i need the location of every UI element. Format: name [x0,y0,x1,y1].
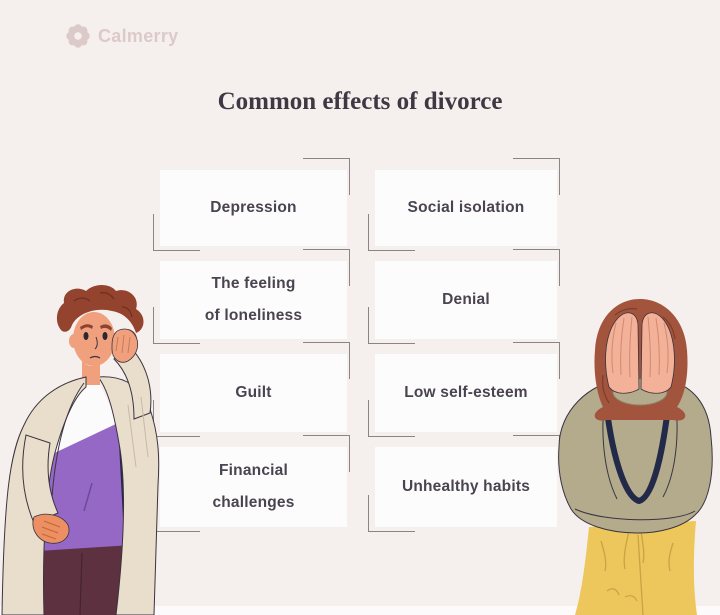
brand-name: Calmerry [98,25,179,46]
effect-card-label: Depression [210,199,297,217]
effect-card-label: Social isolation [407,199,525,217]
woman-illustration [545,295,720,615]
effect-card-label: Denial [442,291,490,309]
page-title: Common effects of divorce [217,88,503,115]
effect-card-label: Low self-esteem [404,384,528,402]
effect-card: Low self-esteem [368,342,560,437]
effect-card: Denial [368,249,560,344]
man-illustration [0,285,190,615]
bottom-strip [0,606,720,615]
effect-card-label: Unhealthy habits [401,478,531,496]
effect-card: The feeling of loneliness [153,249,350,344]
effect-card: Financial challenges [153,435,350,532]
effects-grid: Depression Social isolation The feeling … [153,158,560,532]
effect-card: Guilt [153,342,350,437]
effect-card: Social isolation [368,158,560,251]
effect-card-label: The feeling of loneliness [204,275,303,324]
effect-card-label: Guilt [235,384,272,402]
effect-card: Depression [153,158,350,251]
brand-logo: Calmerry [66,24,178,48]
gear-icon [66,24,90,48]
effect-card: Unhealthy habits [368,435,560,532]
effect-card-label: Financial challenges [212,462,295,511]
